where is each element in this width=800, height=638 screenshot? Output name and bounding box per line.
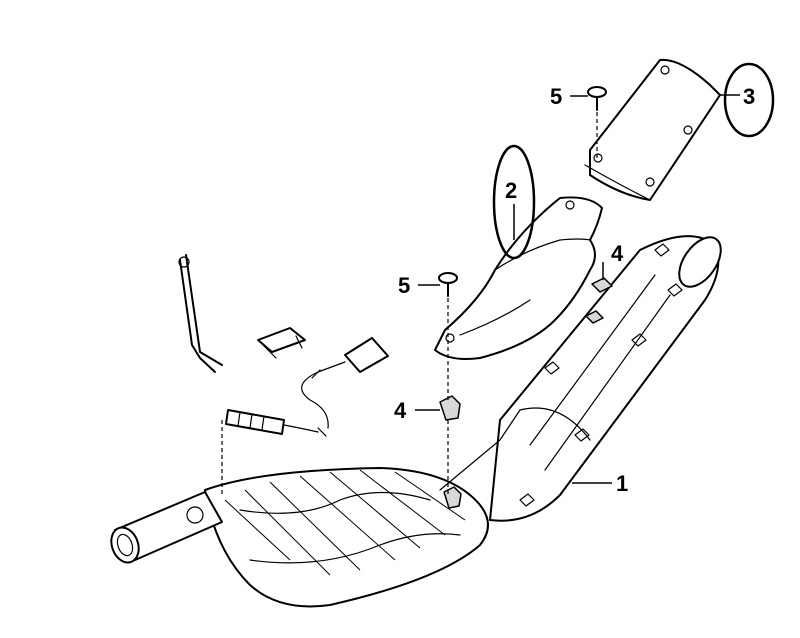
oxygen-sensor-upper [301, 337, 389, 429]
hanger-bracket [178, 254, 223, 373]
clip-lower-part[interactable] [439, 395, 462, 509]
callout-2: 2 [505, 178, 517, 203]
callout-3-ring [723, 62, 775, 138]
screw-lower-part[interactable] [438, 272, 458, 297]
callout-2-ring [492, 144, 536, 260]
rear-silencer-part[interactable] [107, 230, 730, 608]
callout-5-upper: 5 [550, 84, 562, 109]
callout-1: 1 [616, 471, 628, 496]
clip-upper-part[interactable] [585, 277, 613, 324]
screw-upper-part[interactable] [587, 86, 607, 111]
callout-3: 3 [743, 84, 755, 109]
heat-shield-part[interactable] [434, 196, 603, 360]
callout-4-upper: 4 [611, 241, 624, 266]
callout-5-lower: 5 [398, 273, 410, 298]
heat-plate-part[interactable] [584, 58, 721, 201]
clamp-bracket [257, 327, 306, 359]
callout-4-lower: 4 [394, 398, 407, 423]
oxygen-sensor-lower [225, 409, 327, 437]
